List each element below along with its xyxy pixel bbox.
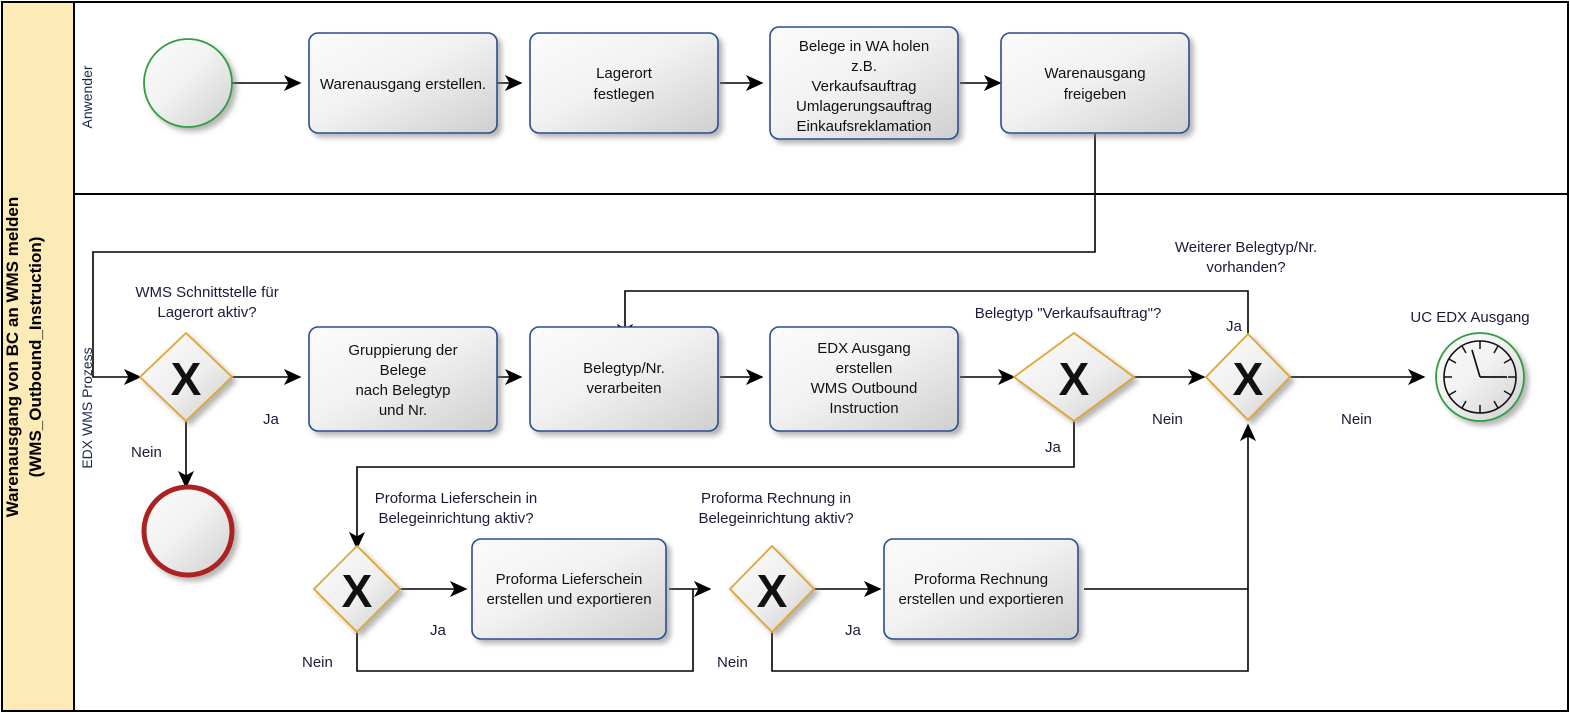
clock-ticks — [1444, 341, 1516, 413]
flow-gw-rechnung-nein — [771, 589, 1249, 672]
task-label-line2: freigeben — [1064, 86, 1127, 103]
gw-wms-schnittstelle[interactable]: X — [138, 331, 234, 423]
task-label-line4: und Nr. — [379, 402, 427, 419]
gw-weiterer-belegtyp[interactable]: X — [1204, 332, 1292, 422]
edge-label-rechnung-ja: Ja — [845, 622, 862, 639]
task-label-line4: Instruction — [829, 400, 898, 417]
gateway-x-icon: X — [1233, 353, 1264, 405]
task-label-line1: Belege in WA holen — [799, 38, 929, 55]
task-belegtyp-verarbeiten[interactable]: Belegtyp/Nr. verarbeiten — [529, 326, 719, 432]
gw-wms-schnittstelle-label-line1: WMS Schnittstelle für — [135, 284, 278, 301]
gw-proforma-rechnung[interactable]: X — [728, 544, 816, 634]
task-edx-ausgang-erstellen[interactable]: EDX Ausgang erstellen WMS Outbound Instr… — [769, 326, 959, 432]
gw-belegtyp-verkaufsauftrag-label: Belegtyp "Verkaufsauftrag"? — [975, 305, 1162, 322]
flow-freigeben-to-gw-wms — [92, 134, 1096, 386]
gw-proforma-rechnung-label-line2: Belegeinrichtung aktiv? — [698, 510, 853, 527]
flow-gw-lieferschein-nein — [356, 589, 694, 672]
task-label-line1: Belegtyp/Nr. — [583, 360, 665, 377]
task-proforma-lieferschein[interactable]: Proforma Lieferschein erstellen und expo… — [471, 538, 667, 640]
task-label-line1: Warenausgang — [1044, 65, 1145, 82]
task-label-line1: Proforma Lieferschein — [496, 571, 643, 588]
task-label-line2: Belege — [380, 362, 427, 379]
gateway-x-icon: X — [1059, 353, 1090, 405]
pool-header-band — [1, 1, 75, 712]
svg-text:Anwender: Anwender — [79, 65, 95, 128]
gw-belegtyp-verkaufsauftrag[interactable]: X — [1012, 331, 1136, 423]
task-label-line5: Einkaufsreklamation — [796, 118, 931, 135]
task-label-line3: WMS Outbound — [811, 380, 918, 397]
edge-label-rechnung-nein: Nein — [717, 654, 748, 671]
task-label: Warenausgang erstellen. — [320, 76, 486, 93]
flow-rechnung-task-to-gw-weiterer — [1084, 423, 1257, 590]
task-lagerort-festlegen[interactable]: Lagerort festlegen — [529, 32, 719, 134]
task-warenausgang-freigeben[interactable]: Warenausgang freigeben — [1000, 32, 1190, 134]
edge-label-lieferschein-nein: Nein — [302, 654, 333, 671]
task-label-line3: nach Belegtyp — [355, 382, 450, 399]
pool-title-line1: Warenausgang von BC an WMS melden — [3, 197, 22, 518]
timer-end-event-label: UC EDX Ausgang — [1410, 309, 1529, 326]
gw-wms-schnittstelle-label-line2: Lagerort aktiv? — [157, 304, 256, 321]
clock-hour-hand — [1471, 349, 1481, 378]
task-label-line2: verarbeiten — [586, 380, 661, 397]
gw-proforma-lieferschein[interactable]: X — [312, 544, 402, 634]
task-belege-in-wa-holen[interactable]: Belege in WA holen z.B. Verkaufsauftrag … — [769, 26, 959, 140]
start-event[interactable] — [143, 38, 233, 128]
gw-weiterer-belegtyp-label-line2: vorhanden? — [1206, 259, 1285, 276]
task-label-line1: Gruppierung der — [348, 342, 457, 359]
gw-weiterer-belegtyp-label-line1: Weiterer Belegtyp/Nr. — [1175, 239, 1317, 256]
task-label-line2: erstellen und exportieren — [898, 591, 1063, 608]
lane-label-edx: EDX WMS Prozess — [79, 347, 95, 468]
task-label-line1: EDX Ausgang — [817, 340, 910, 357]
task-warenausgang-erstellen[interactable]: Warenausgang erstellen. — [308, 32, 498, 134]
edge-label-verkaufsauftrag-nein: Nein — [1152, 411, 1183, 428]
task-label-line2: z.B. — [851, 58, 877, 75]
gw-proforma-lieferschein-label-line1: Proforma Lieferschein in — [375, 490, 538, 507]
pool-title-line2: (WMS_Outbound_Instruction) — [26, 237, 45, 478]
timer-end-event[interactable] — [1435, 332, 1525, 422]
task-label-line2: erstellen und exportieren — [486, 591, 651, 608]
svg-text:EDX WMS Prozess: EDX WMS Prozess — [79, 347, 95, 468]
gw-proforma-lieferschein-label-line2: Belegeinrichtung aktiv? — [378, 510, 533, 527]
task-label-line1: Proforma Rechnung — [914, 571, 1048, 588]
flow-gw-weiterer-ja-loopback — [616, 290, 1249, 342]
gw-proforma-rechnung-label-line1: Proforma Rechnung in — [701, 490, 851, 507]
flow-gw-verkaufsauftrag-ja — [348, 420, 1075, 550]
gateway-x-icon: X — [342, 565, 373, 617]
task-proforma-rechnung[interactable]: Proforma Rechnung erstellen und exportie… — [883, 538, 1079, 640]
task-label-line2: festlegen — [594, 86, 655, 103]
edge-label-weiterer-ja: Ja — [1226, 318, 1243, 335]
gateway-x-icon: X — [171, 353, 202, 405]
task-label-line3: Verkaufsauftrag — [811, 78, 916, 95]
terminate-end-event[interactable] — [141, 484, 235, 578]
pool-title: Warenausgang von BC an WMS melden (WMS_O… — [3, 197, 45, 518]
task-gruppierung[interactable]: Gruppierung der Belege nach Belegtyp und… — [308, 326, 498, 432]
edge-label-lieferschein-ja: Ja — [430, 622, 447, 639]
lane-label-anwender: Anwender — [79, 65, 95, 128]
edge-label-weiterer-nein: Nein — [1341, 411, 1372, 428]
edge-label-wms-nein: Nein — [131, 444, 162, 461]
task-label-line2: erstellen — [836, 360, 893, 377]
task-label-line4: Umlagerungsauftrag — [796, 98, 932, 115]
edge-label-wms-ja: Ja — [263, 411, 280, 428]
task-label-line1: Lagerort — [596, 65, 653, 82]
edge-label-verkaufsauftrag-ja: Ja — [1045, 439, 1062, 456]
gateway-x-icon: X — [757, 565, 788, 617]
